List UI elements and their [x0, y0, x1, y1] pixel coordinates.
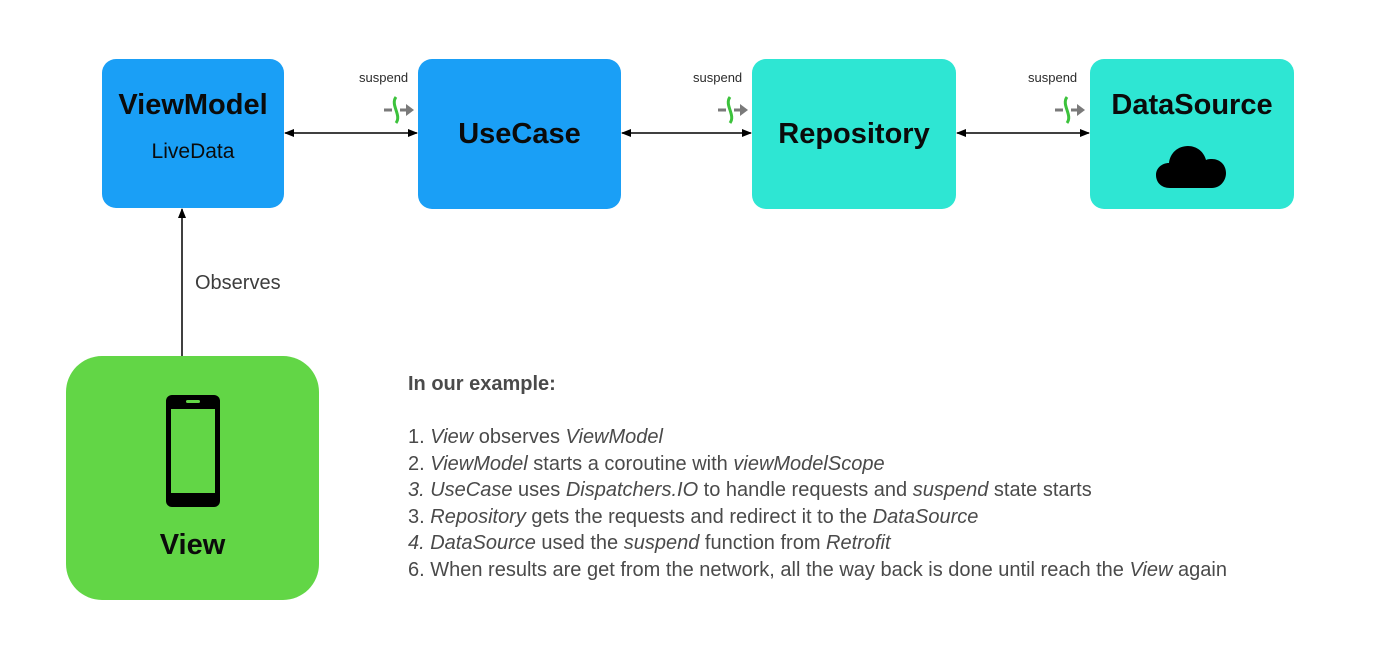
notes-text-segment: ViewModel	[565, 426, 663, 448]
notes-text-segment: used the	[535, 532, 624, 554]
notes-text-segment: again	[1172, 558, 1227, 581]
datasource-title: DataSource	[1111, 89, 1273, 121]
notes-line: 3. Repository gets the requests and redi…	[408, 504, 1368, 531]
smartphone-icon	[165, 394, 220, 507]
notes-text-segment: Dispatchers.IO	[565, 479, 699, 501]
notes-text-segment: Retrofit	[826, 532, 891, 554]
suspend-icon	[718, 96, 748, 124]
repository-box: Repository	[752, 59, 956, 209]
notes-text-segment: When results are get from the network, a…	[430, 558, 1130, 581]
datasource-box: DataSource	[1090, 59, 1294, 209]
viewmodel-title: ViewModel	[118, 89, 268, 121]
notes-panel: In our example: 1. View observes ViewMod…	[408, 373, 1368, 583]
notes-text-segment: 4. DataSource	[408, 532, 536, 554]
notes-line: 6. When results are get from the network…	[408, 557, 1368, 584]
notes-text-segment: 6.	[408, 558, 431, 581]
notes-text-segment: 3. UseCase	[408, 479, 513, 501]
notes-text-segment: 2.	[408, 452, 431, 475]
notes-text-segment: Repository	[430, 505, 526, 528]
notes-heading: In our example:	[408, 373, 556, 395]
notes-text-segment: 3.	[408, 505, 431, 528]
notes-text-segment: suspend	[623, 532, 700, 554]
repository-title: Repository	[778, 117, 930, 150]
notes-line: 2. ViewModel starts a coroutine with vie…	[408, 451, 1368, 478]
cloud-icon	[1156, 146, 1226, 188]
suspend-label-3: suspend	[1028, 70, 1078, 85]
observes-label: Observes	[195, 272, 281, 294]
notes-text-segment: starts a coroutine with	[527, 452, 734, 475]
notes-text-segment: gets the requests and redirect it to the	[525, 505, 873, 528]
usecase-box: UseCase	[418, 59, 621, 209]
suspend-icon	[384, 96, 414, 124]
notes-text-segment: state starts	[988, 479, 1092, 501]
notes-text-segment: View	[430, 426, 474, 448]
notes-text-segment: suspend	[912, 479, 989, 501]
notes-text-segment: to handle requests and	[698, 479, 913, 501]
notes-text-segment: View	[1129, 558, 1173, 581]
notes-line: 3. UseCase uses Dispatchers.IO to handle…	[408, 477, 1368, 504]
notes-text-segment: viewModelScope	[733, 452, 885, 475]
notes-text-segment: ViewModel	[430, 452, 528, 475]
suspend-label-1: suspend	[359, 70, 409, 85]
notes-text-segment: uses	[512, 479, 566, 501]
view-title: View	[159, 528, 226, 561]
viewmodel-subtitle: LiveData	[151, 140, 235, 163]
notes-text-segment: observes	[473, 426, 566, 448]
view-box: View	[66, 356, 319, 600]
notes-text-segment: DataSource	[872, 505, 979, 528]
usecase-title: UseCase	[458, 117, 581, 150]
viewmodel-box: ViewModel LiveData	[102, 59, 284, 208]
notes-line: 4. DataSource used the suspend function …	[408, 530, 1368, 557]
suspend-icon	[1055, 96, 1085, 124]
notes-text-segment: 1.	[408, 426, 431, 448]
notes-text-segment: function from	[699, 532, 827, 554]
notes-line: 1. View observes ViewModel	[408, 424, 1368, 451]
suspend-label-2: suspend	[693, 70, 743, 85]
